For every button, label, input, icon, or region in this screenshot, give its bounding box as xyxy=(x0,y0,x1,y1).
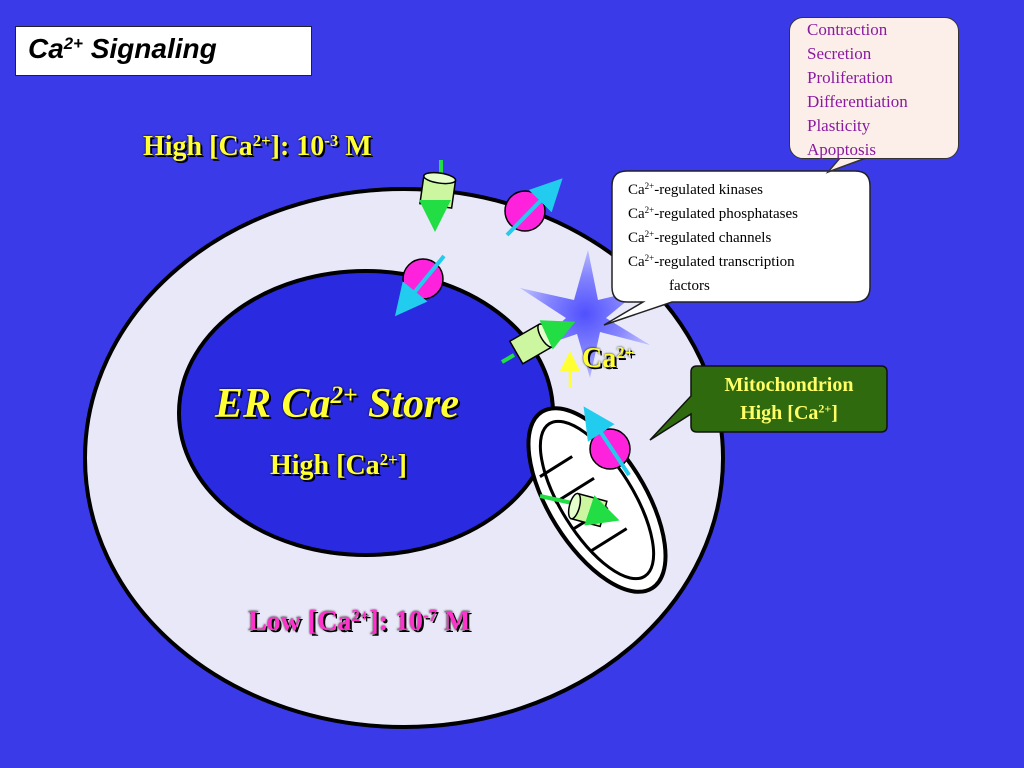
mitochondrion-label: Mitochondrion High [Ca2+] xyxy=(691,366,887,432)
ca-release-label: Ca2+ xyxy=(582,342,635,374)
effector-item: Ca2+-regulated channels xyxy=(628,229,772,246)
mitochondrion-label-bubble xyxy=(649,365,888,441)
er-concentration-label: High [Ca2+] xyxy=(270,449,407,481)
effector-item: Ca2+-regulated transcription xyxy=(628,253,795,270)
effectors-callout-bubble xyxy=(603,170,871,326)
outcome-item: Differentiation xyxy=(807,92,908,111)
mitochondrial-pump xyxy=(583,406,631,477)
outcome-item: Contraction xyxy=(807,20,888,39)
cellular-outcomes-box: Contraction Secretion Proliferation Diff… xyxy=(789,17,959,159)
er-store-label: ER Ca2+ Store xyxy=(215,381,460,427)
cytosol-concentration-label: Low [Ca2+]: 10-7 M xyxy=(248,605,471,637)
serca-pump xyxy=(394,254,446,317)
er-release-channel xyxy=(500,320,576,365)
mitochondrion-name: Mitochondrion xyxy=(724,374,854,396)
effector-item: Ca2+-regulated kinases xyxy=(628,181,763,198)
outcome-item: Apoptosis xyxy=(807,140,876,159)
plasma-membrane-pump xyxy=(504,178,563,237)
mitochondrial-uniporter xyxy=(539,492,620,528)
effector-item-continuation: factors xyxy=(669,278,710,294)
outcome-item: Plasticity xyxy=(807,116,871,135)
extracellular-concentration-label: High [Ca2+]: 10-3 M xyxy=(143,130,372,162)
effector-item: Ca2+-regulated phosphatases xyxy=(628,205,798,222)
mitochondrion-concentration: High [Ca2+] xyxy=(740,401,838,424)
outcome-item: Proliferation xyxy=(807,68,893,87)
effectors-list: Ca2+-regulated kinases Ca2+-regulated ph… xyxy=(612,171,870,302)
release-burst-icon xyxy=(520,250,650,378)
plasma-membrane-channel xyxy=(419,160,457,232)
outcome-item: Secretion xyxy=(807,44,872,63)
page-title: Ca2+ Signaling xyxy=(15,26,312,76)
